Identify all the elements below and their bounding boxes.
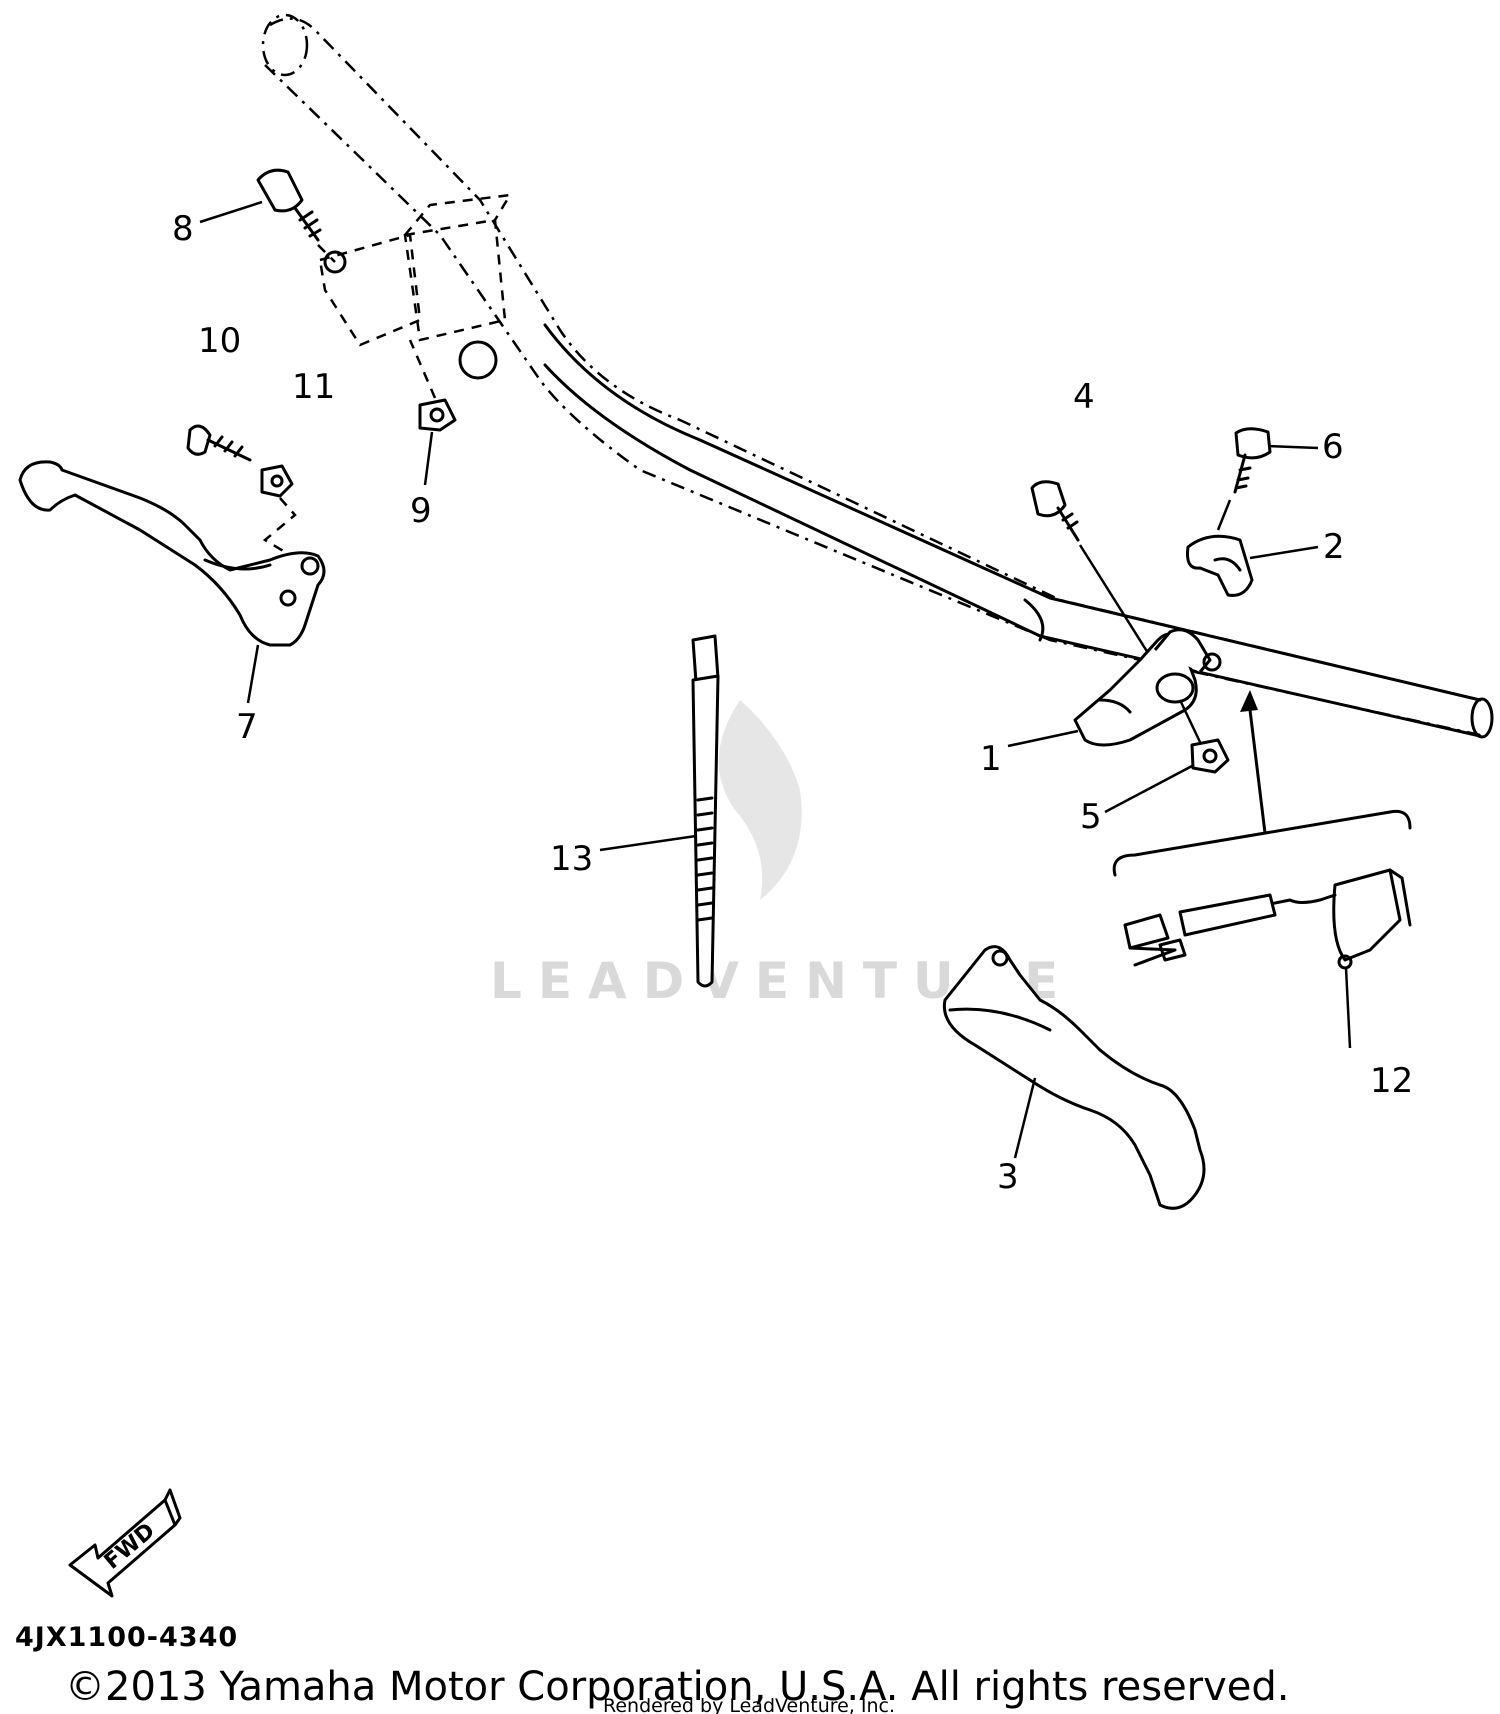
part-5-nut	[1190, 738, 1230, 774]
part-7-lever	[18, 460, 326, 647]
callout-5: 5	[1080, 797, 1102, 837]
callout-10: 10	[198, 321, 241, 361]
callout-2: 2	[1323, 527, 1345, 567]
part-10-bolt	[186, 424, 252, 462]
callout-4: 4	[1073, 377, 1095, 417]
callout-1: 1	[980, 739, 1002, 779]
part-6-bolt	[1216, 427, 1272, 531]
copyright-text: ©2013 Yamaha Motor Corporation, U.S.A. A…	[65, 1664, 1290, 1710]
leader-lines	[199, 200, 1352, 1159]
master-cylinder	[318, 193, 513, 380]
handlebar	[261, 13, 1494, 739]
fwd-arrow: FWD	[68, 1488, 182, 1598]
watermark-flame-icon	[718, 700, 802, 900]
part-11-nut	[260, 464, 297, 557]
callout-13: 13	[550, 839, 593, 879]
part-13-cable-tie	[691, 634, 720, 988]
callout-3: 3	[997, 1157, 1019, 1197]
part-2-holder	[1186, 534, 1254, 597]
callouts: 1 2 3 4 5 6 7 8 9 10 11 12 13	[172, 209, 1413, 1197]
switch-group	[1112, 690, 1412, 877]
part-code: 4JX1100-4340	[15, 1622, 238, 1653]
callout-12: 12	[1370, 1061, 1413, 1101]
callout-6: 6	[1322, 427, 1344, 467]
callout-8: 8	[172, 209, 194, 249]
part-8-bolt	[256, 168, 336, 263]
part-9-nut	[408, 339, 457, 432]
part-1-holder	[1073, 628, 1222, 747]
rendered-by-text: Rendered by LeadVenture, Inc.	[603, 1695, 895, 1714]
callout-7: 7	[236, 707, 258, 747]
part-12-switch	[1123, 868, 1412, 970]
callout-9: 9	[410, 491, 432, 531]
part-3-lever	[942, 945, 1206, 1210]
callout-11: 11	[292, 367, 335, 407]
